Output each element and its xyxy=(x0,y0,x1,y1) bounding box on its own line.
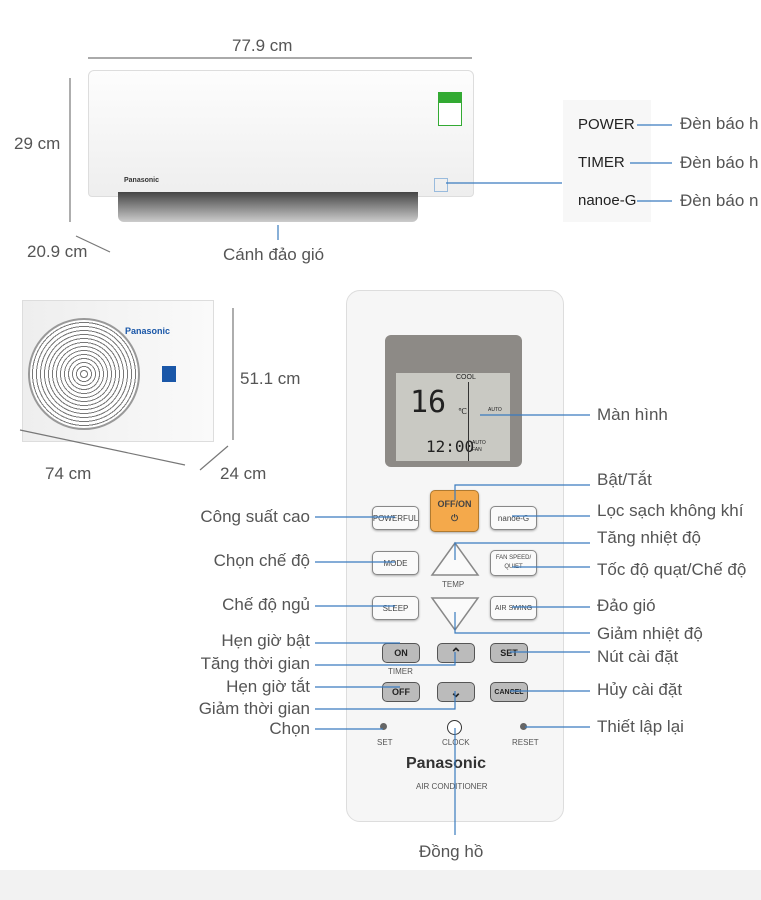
indicator-nanoe: nanoe-G xyxy=(578,192,637,209)
indicator-timer: TIMER xyxy=(578,154,625,171)
offon-button[interactable]: OFF/ON ⏻ xyxy=(430,490,479,532)
indoor-vent xyxy=(118,192,418,222)
set-pin-label: SET xyxy=(377,738,393,747)
dim-outdoor-width: 74 cm xyxy=(45,464,92,483)
mode-button[interactable]: MODE xyxy=(372,551,419,575)
timer-label: TIMER xyxy=(388,667,413,676)
power-icon: ⏻ xyxy=(450,512,459,523)
dim-indoor-height: 29 cm xyxy=(14,134,61,153)
label-temp-down: Giảm nhiệt độ xyxy=(597,624,703,643)
label-select: Chọn xyxy=(269,719,310,738)
lcd-fan: AUTO xyxy=(472,440,486,446)
indicator-timer-desc: Đèn báo h xyxy=(680,153,759,172)
label-air-swing: Đảo gió xyxy=(597,596,656,615)
label-set: Nút cài đặt xyxy=(597,647,679,666)
label-reset: Thiết lập lại xyxy=(597,717,684,736)
lcd-fan2: FAN xyxy=(472,447,482,453)
outdoor-brand: Panasonic xyxy=(125,326,171,336)
nanoe-button[interactable]: nanoe-G xyxy=(490,506,537,530)
indoor-brand: Panasonic xyxy=(124,177,160,184)
label-timer-off: Hẹn giờ tắt xyxy=(226,677,310,696)
label-temp-up: Tăng nhiệt độ xyxy=(597,528,701,547)
powerful-button[interactable]: POWERFUL xyxy=(372,506,419,530)
lcd-unit: ℃ xyxy=(458,407,467,416)
lcd-swing: AUTO xyxy=(488,407,502,413)
set-button[interactable]: SET xyxy=(490,643,528,663)
label-onoff: Bật/Tắt xyxy=(597,470,652,489)
label-clock: Đồng hồ xyxy=(419,842,484,861)
cancel-button[interactable]: CANCEL xyxy=(490,682,528,702)
lcd: COOL 16 ℃ AUTO 12:00 AUTO FAN xyxy=(396,373,510,461)
sleep-button[interactable]: SLEEP xyxy=(372,596,419,620)
reset-button[interactable] xyxy=(520,723,527,730)
label-cancel: Hủy cài đặt xyxy=(597,680,683,699)
indicator-panel xyxy=(563,100,651,222)
label-fan-speed: Tốc độ quạt/Chế độ xyxy=(597,560,747,579)
indicator-window xyxy=(434,178,448,192)
lcd-mode: COOL xyxy=(456,374,476,381)
indoor-unit xyxy=(88,70,474,197)
lcd-time: 12:00 xyxy=(426,437,475,456)
outdoor-fan xyxy=(28,318,140,430)
clock-label: CLOCK xyxy=(442,738,470,747)
label-timer-on: Hẹn giờ bật xyxy=(221,631,310,650)
indicator-power: POWER xyxy=(578,116,635,133)
clock-button[interactable] xyxy=(447,720,462,735)
timer-off-button[interactable]: OFF xyxy=(382,682,420,702)
footer-band xyxy=(0,870,761,900)
dim-indoor-width: 77.9 cm xyxy=(232,36,293,55)
label-time-down: Giảm thời gian xyxy=(198,699,310,718)
label-screen: Màn hình xyxy=(597,405,668,424)
indicator-power-desc: Đèn báo h xyxy=(680,114,759,133)
indicator-nanoe-desc: Đèn báo n xyxy=(680,191,759,210)
remote-subtitle: AIR CONDITIONER xyxy=(416,782,488,791)
label-powerful: Công suất cao xyxy=(200,507,310,526)
time-up-button[interactable]: ⌃ xyxy=(437,643,475,663)
energy-label xyxy=(438,92,462,126)
timer-on-button[interactable]: ON xyxy=(382,643,420,663)
offon-label: OFF/ON xyxy=(437,498,472,509)
set-pin-button[interactable] xyxy=(380,723,387,730)
label-time-up: Tăng thời gian xyxy=(200,654,310,673)
outdoor-badge xyxy=(162,366,176,382)
label-nanoe: Lọc sạch không khí xyxy=(597,501,744,520)
louver-label: Cánh đảo gió xyxy=(223,245,325,264)
label-mode: Chọn chế độ xyxy=(213,551,310,570)
fan-speed-button[interactable]: FAN SPEED/ QUIET xyxy=(490,550,537,576)
temp-label: TEMP xyxy=(442,580,465,589)
label-sleep: Chế độ ngủ xyxy=(222,595,310,614)
remote-brand: Panasonic xyxy=(406,755,487,772)
reset-label: RESET xyxy=(512,738,539,747)
dim-outdoor-depth: 24 cm xyxy=(220,464,267,483)
air-swing-button[interactable]: AIR SWING xyxy=(490,596,537,620)
time-down-button[interactable]: ⌄ xyxy=(437,682,475,702)
lcd-temp: 16 xyxy=(410,385,447,420)
dim-indoor-depth: 20.9 cm xyxy=(27,242,88,261)
dim-outdoor-height: 51.1 cm xyxy=(240,369,301,388)
